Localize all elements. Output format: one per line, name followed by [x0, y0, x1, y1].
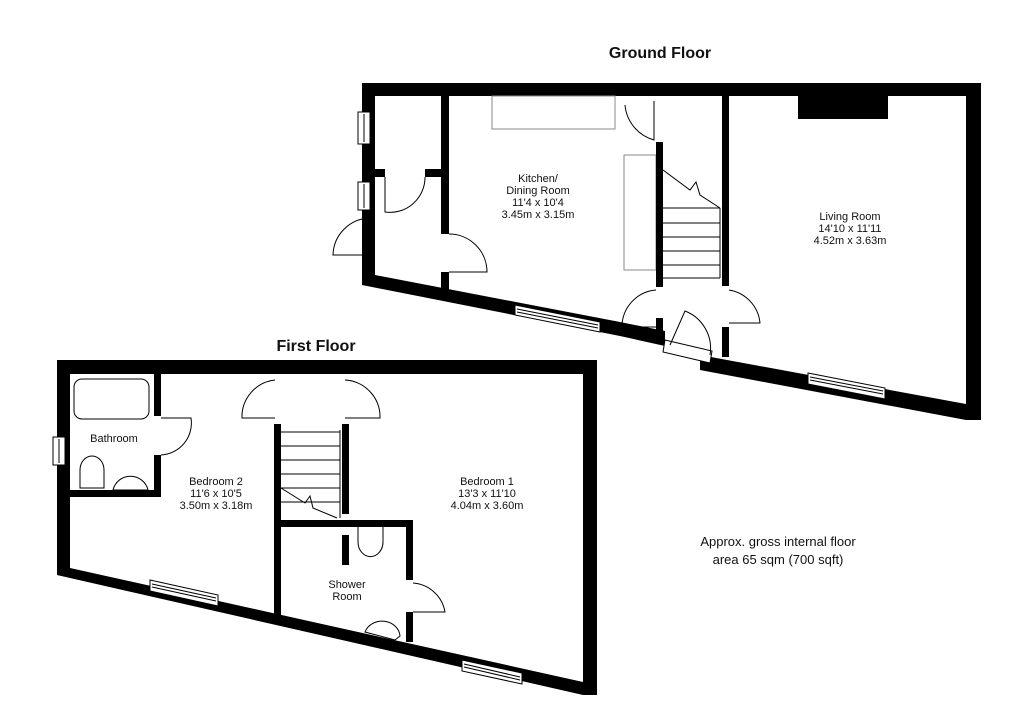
door-swing — [624, 101, 655, 141]
room-name: Living Room — [819, 211, 881, 223]
chimney-breast — [798, 96, 888, 119]
wall — [362, 83, 375, 265]
window — [807, 372, 886, 400]
door-swing — [412, 582, 446, 613]
door-swing — [384, 176, 426, 213]
window — [149, 579, 219, 607]
toilet — [357, 527, 384, 558]
door-swing — [160, 417, 192, 456]
room-metric: 4.52m x 3.63m — [813, 235, 887, 247]
door-swing — [621, 289, 657, 328]
wall — [362, 83, 981, 96]
room-name: Dining Room — [506, 185, 570, 197]
ground-floor-title: Ground Floor — [608, 45, 712, 62]
wall — [656, 142, 663, 287]
room-metric: 3.50m x 3.18m — [179, 500, 253, 512]
room-name: Bedroom 1 — [460, 476, 514, 488]
room-imperial: 11'6 x 10'5 — [190, 488, 242, 500]
basin — [364, 620, 401, 641]
door-swing — [344, 379, 381, 419]
room-label-bathroom: Bathroom — [90, 433, 138, 445]
room-label-kitchen: Kitchen/ Dining Room 11'4 x 10'4 3.45m x… — [502, 173, 575, 221]
room-name: Bathroom — [90, 433, 138, 445]
wall — [57, 360, 597, 374]
window — [461, 659, 523, 685]
first-floor-title: First Floor — [276, 338, 356, 355]
wall — [441, 272, 449, 300]
room-label-shower-room: Shower Room — [328, 579, 365, 603]
room-name: Bedroom 2 — [189, 476, 243, 488]
room-metric: 4.04m x 3.60m — [450, 500, 524, 512]
room-metric: 3.45m x 3.15m — [501, 209, 575, 221]
toilet — [79, 455, 105, 489]
wall — [620, 322, 665, 346]
worktop — [491, 95, 616, 130]
room-imperial: 13'3 x 11'10 — [458, 488, 516, 500]
door-swing — [728, 289, 761, 324]
door-swing — [332, 217, 371, 256]
first-floor-plan — [52, 360, 597, 695]
wall — [57, 555, 583, 695]
area-note-line1: Approx. gross internal floor — [700, 534, 856, 549]
door-swing — [241, 379, 276, 419]
worktop — [623, 154, 657, 271]
wall — [966, 83, 981, 420]
staircase — [280, 430, 341, 519]
room-imperial: 14'10 x 11'11 — [818, 223, 882, 235]
room-name: Room — [332, 591, 362, 603]
room-label-bedroom-1: Bedroom 1 13'3 x 11'10 4.04m x 3.60m — [451, 476, 524, 512]
door-swing — [669, 310, 712, 356]
wall — [441, 96, 449, 234]
basin — [112, 475, 149, 491]
room-label-living-room: Living Room 14'10 x 11'11 4.52m x 3.63m — [814, 211, 887, 247]
wall — [583, 360, 597, 695]
ground-floor-plan — [332, 83, 981, 420]
room-label-bedroom-2: Bedroom 2 11'6 x 10'5 3.50m x 3.18m — [180, 476, 253, 512]
gross-area-note: Approx. gross internal floor area 65 sqm… — [700, 533, 855, 569]
door-swing — [448, 233, 488, 273]
staircase — [662, 169, 721, 279]
front-door-threshold — [662, 339, 713, 364]
wall — [722, 96, 729, 286]
area-note-line2: area 65 sqm (700 sqft) — [712, 552, 844, 567]
room-name: Kitchen/ — [518, 173, 558, 185]
room-name: Shower — [328, 579, 366, 591]
bathtub — [73, 378, 150, 420]
window — [514, 304, 601, 333]
room-imperial: 11'4 x 10'4 — [512, 197, 564, 209]
